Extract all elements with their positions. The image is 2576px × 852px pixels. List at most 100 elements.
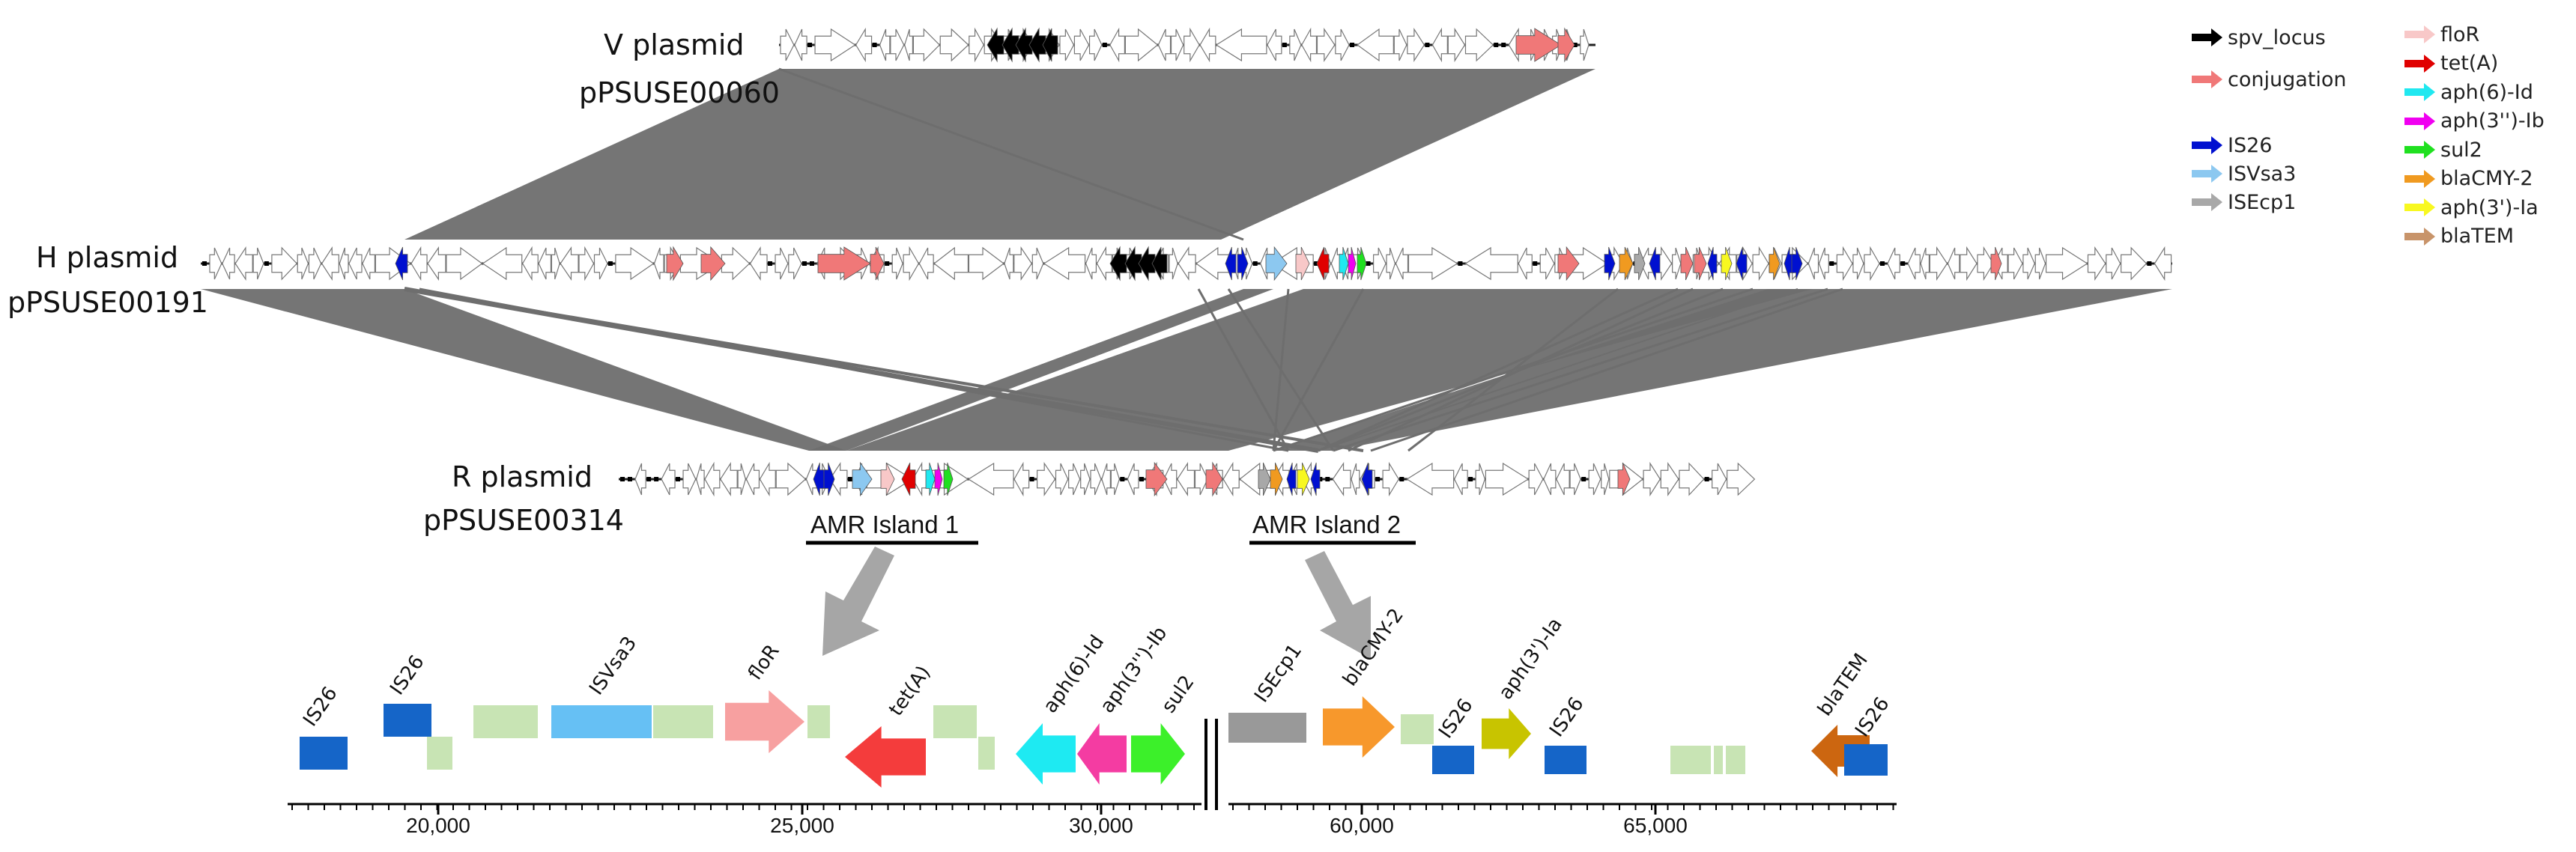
gene-arrow bbox=[1386, 247, 1396, 280]
gene-arrow bbox=[1864, 246, 1880, 282]
plasmid-tracks bbox=[201, 27, 2172, 659]
gene-arrow bbox=[1960, 246, 1978, 282]
hypothetical-gene-box bbox=[653, 705, 713, 738]
gene-arrow bbox=[1649, 246, 1661, 281]
gene-arrow bbox=[1543, 463, 1557, 496]
legend-arrow-icon bbox=[2404, 54, 2435, 73]
gene-arrow bbox=[987, 27, 1004, 63]
gene-arrow bbox=[339, 247, 349, 280]
gene-arrow bbox=[1059, 28, 1075, 61]
gene-arrow bbox=[745, 463, 760, 496]
hypothetical-gene-box bbox=[1670, 746, 1711, 774]
gene-arrow bbox=[2007, 247, 2023, 280]
gene-arrow bbox=[1073, 28, 1090, 61]
legend-item-r2: aph(6)-Id bbox=[2404, 77, 2533, 107]
gene-arrow bbox=[1215, 28, 1267, 62]
homology-bands bbox=[201, 67, 2172, 453]
gene-arrow bbox=[1791, 246, 1803, 281]
gene-mark bbox=[1314, 261, 1319, 266]
gene-arrow bbox=[1124, 28, 1159, 62]
gene-arrow bbox=[934, 462, 943, 496]
legend-arrow-icon bbox=[2192, 136, 2222, 154]
gene-arrow bbox=[918, 247, 934, 280]
gene-arrow bbox=[1199, 27, 1216, 63]
gene-arrow bbox=[1736, 246, 1748, 281]
legend-arrow-icon bbox=[2404, 227, 2435, 246]
gene-arrow bbox=[1431, 27, 1448, 63]
gene-mark bbox=[1533, 261, 1538, 266]
gene-arrow bbox=[1643, 461, 1661, 497]
gene-arrow bbox=[814, 28, 856, 62]
gene-arrow bbox=[308, 247, 322, 280]
legend-item-r3: aph(3'')-Ib bbox=[2404, 106, 2545, 136]
gene-arrow bbox=[700, 246, 726, 282]
gene-mark bbox=[202, 261, 207, 266]
gene-mark bbox=[676, 477, 681, 481]
legend-arrow-icon bbox=[2192, 193, 2222, 211]
gene-arrow bbox=[1316, 246, 1330, 281]
gene-arrow bbox=[560, 246, 579, 281]
gene-arrow bbox=[704, 461, 721, 497]
gene-arrow bbox=[1013, 461, 1030, 497]
v-plasmid-track bbox=[779, 27, 1595, 63]
gene-mark bbox=[646, 477, 652, 481]
gene-arrow bbox=[1042, 28, 1058, 62]
gene-arrow bbox=[1301, 27, 1318, 63]
legend-label: aph(3')-Ia bbox=[2440, 195, 2539, 219]
homology-link bbox=[1348, 287, 1694, 452]
gene-label-is26: IS26 bbox=[1851, 693, 1894, 741]
is26-box bbox=[300, 737, 348, 770]
gene-arrow bbox=[1580, 28, 1589, 61]
gene-mark bbox=[885, 261, 890, 266]
hypothetical-gene-box bbox=[427, 737, 452, 770]
gene-arrow bbox=[1068, 463, 1081, 496]
tetA-arrow bbox=[845, 726, 926, 788]
gene-mark bbox=[264, 261, 269, 266]
gene-mark bbox=[768, 261, 773, 266]
gene-arrow bbox=[297, 247, 309, 280]
gene-mark bbox=[1572, 43, 1578, 47]
gene-arrow bbox=[696, 463, 705, 496]
legend-item-l2: IS26 bbox=[2192, 130, 2272, 160]
gene-arrow bbox=[1101, 463, 1111, 496]
axis-1-tick-label: 30,000 bbox=[1069, 814, 1133, 837]
gene-mark bbox=[1375, 477, 1381, 481]
gene-mark bbox=[654, 477, 659, 481]
legend-arrow-icon bbox=[2404, 83, 2435, 101]
gene-arrow bbox=[775, 462, 807, 496]
isvsa3-box bbox=[551, 705, 652, 738]
gene-arrow bbox=[1013, 246, 1033, 281]
gene-arrow bbox=[348, 247, 363, 280]
axis-2-tick-label: 65,000 bbox=[1623, 814, 1688, 837]
homology-band bbox=[201, 289, 846, 451]
legend-label: ISVsa3 bbox=[2228, 162, 2297, 186]
gene-label-tetA: tet(A) bbox=[885, 662, 935, 720]
gene-arrow bbox=[1694, 246, 1707, 281]
gene-arrow bbox=[661, 463, 676, 496]
homology-link bbox=[1272, 288, 1365, 451]
gene-arrow bbox=[1721, 246, 1733, 281]
gene-arrow bbox=[653, 247, 664, 280]
gene-mark bbox=[1325, 477, 1330, 481]
aph3-Ia-arrow bbox=[1482, 708, 1531, 759]
gene-mark bbox=[2147, 261, 2152, 266]
gene-arrow bbox=[362, 247, 375, 280]
gene-mark bbox=[1139, 477, 1144, 481]
amr-island-2-label: AMR Island 2 bbox=[1252, 511, 1401, 538]
gene-arrow bbox=[1286, 462, 1297, 496]
gene-arrow bbox=[2121, 246, 2148, 281]
gene-arrow bbox=[615, 246, 655, 281]
gene-arrow bbox=[1258, 462, 1271, 496]
gene-arrow bbox=[482, 246, 523, 281]
gene-arrow bbox=[904, 28, 914, 61]
gene-arrow bbox=[446, 246, 483, 281]
gene-label-is26: IS26 bbox=[1545, 693, 1588, 741]
gene-arrow bbox=[321, 246, 339, 282]
gene-arrow bbox=[538, 247, 552, 280]
gene-mark bbox=[1399, 477, 1404, 481]
gene-arrow bbox=[1518, 247, 1533, 280]
island-1-zoom-arrow bbox=[822, 547, 894, 656]
legend-arrow-icon bbox=[2404, 169, 2435, 188]
gene-arrow bbox=[794, 28, 807, 61]
